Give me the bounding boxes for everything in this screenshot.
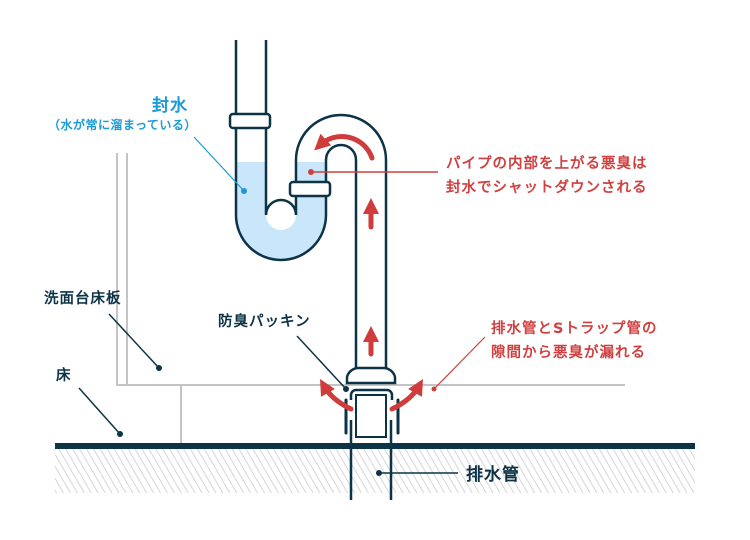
seal-water-right: [296, 162, 326, 164]
leader-dot-leak: [431, 386, 437, 392]
leader-dot-floor: [117, 431, 123, 437]
label-odor-blocked-line1: パイプの内部を上がる悪臭は: [446, 156, 648, 172]
label-odor-blocked-line2: 封水でシャットダウンされる: [446, 180, 648, 196]
leader-dot-odor-blocked: [308, 169, 314, 175]
drain-pipe: [349, 420, 393, 500]
label-seal-water-title: 封水: [152, 96, 188, 116]
floor-line: [55, 443, 695, 449]
odor-arrows: [314, 133, 423, 412]
leader-dot-drain-pipe: [376, 470, 382, 476]
leader-dot-gasket: [343, 386, 349, 392]
leader-counter-board: [108, 313, 160, 369]
leader-floor: [78, 387, 121, 435]
leader-dot-seal-water: [241, 188, 247, 194]
leader-lines: [78, 136, 486, 476]
odor-gasket: [344, 366, 400, 438]
odor-arrow-curve: [314, 133, 375, 161]
ground-hatch: [55, 449, 695, 493]
seal-water: [236, 162, 326, 260]
leader-leak: [433, 336, 486, 390]
label-drain-pipe: 排水管: [466, 465, 520, 485]
label-gasket: 防臭パッキン: [218, 314, 311, 330]
pipe-band-right: [288, 180, 332, 198]
leak-arrow-left: [320, 379, 354, 412]
leader-seal-water: [193, 136, 245, 192]
leader-dot-counter-board: [156, 365, 162, 371]
s-trap-pipe: [234, 40, 388, 368]
label-leak-line2: 隙間から悪臭が漏れる: [491, 345, 646, 361]
label-floor: 床: [56, 368, 72, 384]
label-counter-board: 洗面台床板: [44, 291, 122, 307]
leader-gasket: [296, 335, 347, 390]
leak-arrow-right: [389, 379, 423, 412]
pipe-band-left: [228, 112, 272, 130]
label-leak-line1: 排水管とSトラップ管の: [491, 321, 658, 337]
vanity-cabinet: [116, 153, 625, 443]
label-seal-water-sub: （水が常に溜まっている）: [48, 118, 197, 132]
